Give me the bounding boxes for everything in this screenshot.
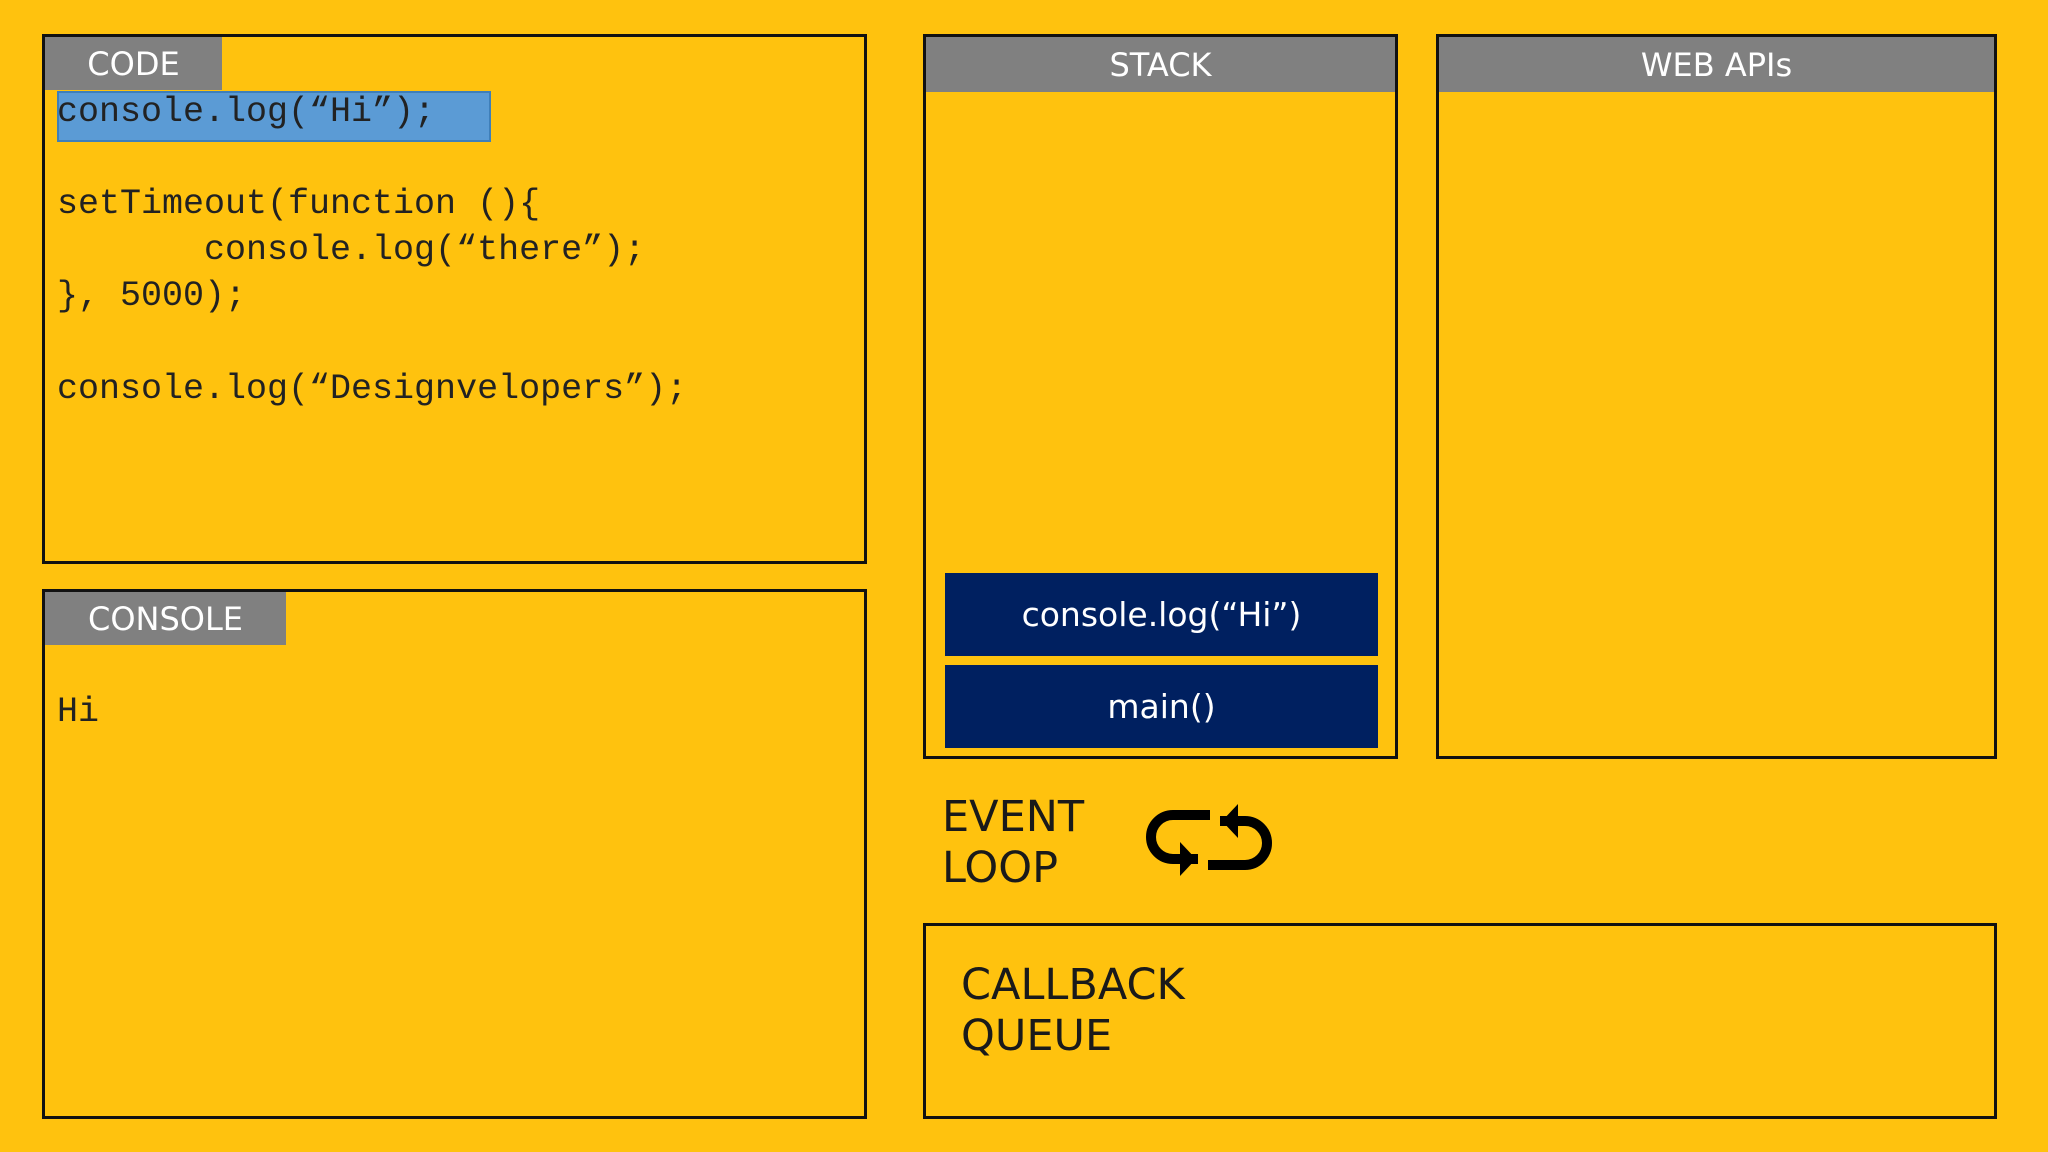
web-apis-tab: WEB APIs — [1439, 37, 1994, 92]
stack-panel — [923, 34, 1398, 759]
code-line-1: console.log(“Hi”); — [57, 92, 436, 132]
callback-queue-panel — [923, 923, 1997, 1119]
console-tab: CONSOLE — [45, 592, 286, 645]
code-line-4: }, 5000); — [57, 276, 247, 316]
web-apis-panel — [1436, 34, 1997, 759]
event-loop-label-line2: LOOP — [942, 843, 1059, 893]
event-loop-label-line1: EVENT — [942, 792, 1085, 842]
console-output-line: Hi — [57, 692, 100, 732]
loop-arrows-icon — [1146, 804, 1272, 876]
stack-frame-main: main() — [945, 665, 1378, 748]
callback-queue-label-line2: QUEUE — [961, 1011, 1113, 1061]
callback-queue-label-line1: CALLBACK — [961, 960, 1185, 1010]
console-panel — [42, 589, 867, 1119]
stack-tab: STACK — [926, 37, 1395, 92]
code-line-3: console.log(“there”); — [57, 230, 646, 270]
current-line-highlight — [57, 91, 491, 142]
code-line-2: setTimeout(function (){ — [57, 184, 541, 224]
code-line-5: console.log(“Designvelopers”); — [57, 369, 688, 409]
code-tab: CODE — [45, 37, 222, 90]
stack-frame-console-log: console.log(“Hi”) — [945, 573, 1378, 656]
code-panel — [42, 34, 867, 564]
